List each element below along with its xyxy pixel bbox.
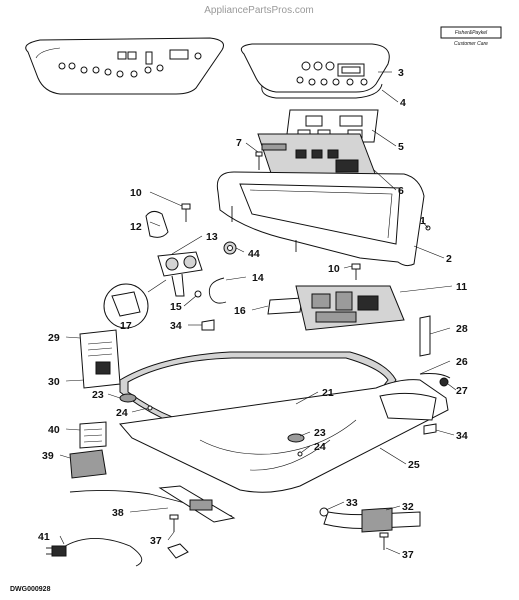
callout-29: 29 [48, 332, 60, 344]
callout-30: 30 [48, 376, 60, 388]
part-2-console-housing [216, 171, 425, 267]
callout-10-upper: 10 [130, 187, 142, 199]
callout-16: 16 [234, 305, 246, 317]
callout-2: 2 [446, 253, 452, 265]
callout-3: 3 [398, 67, 404, 79]
part-10-screw-lower [351, 263, 361, 280]
callout-12: 12 [130, 221, 142, 233]
part-15-clip [194, 290, 202, 298]
part-29-label [79, 329, 121, 389]
part-37-screw-left [169, 514, 179, 532]
part-24-screw-left [147, 405, 153, 411]
part-16-connector [267, 297, 303, 315]
part-26-cable [419, 373, 451, 379]
callout-37-right: 37 [402, 549, 414, 561]
callout-11: 11 [456, 281, 467, 293]
callout-13: 13 [206, 231, 218, 243]
callout-7: 7 [236, 137, 242, 149]
part-10-screw-upper [181, 203, 191, 222]
callout-10-lower: 10 [328, 263, 340, 275]
part-32-hose [323, 507, 421, 533]
part-3-panel [240, 43, 390, 93]
part-39-bracket [69, 449, 107, 479]
callout-40: 40 [48, 424, 60, 436]
part-28-sensor [419, 315, 431, 357]
part-25-top-deck [119, 379, 449, 493]
part-13-valve [157, 251, 203, 297]
part-34-clip-right [423, 423, 437, 435]
callout-34-left: 34 [170, 320, 182, 332]
part-41-power-cord [46, 538, 189, 567]
callout-24-left: 24 [116, 407, 128, 419]
callout-33: 33 [346, 497, 358, 509]
watermark-text: AppliancePartsPros.com [204, 5, 314, 16]
callout-23-right: 23 [314, 427, 326, 439]
part-4-gasket [261, 83, 383, 99]
callout-39: 39 [42, 450, 54, 462]
callout-27: 27 [456, 385, 468, 397]
part-23-pad-left [119, 393, 137, 403]
part-7-screw [255, 151, 263, 170]
part-37-screw-right [379, 532, 389, 550]
drawing-id: DWG000928 [10, 586, 51, 593]
part-17-detail [103, 279, 167, 329]
callout-17: 17 [120, 320, 132, 332]
callout-44: 44 [248, 248, 260, 260]
part-33-clamp [319, 507, 329, 517]
leader-lines [59, 71, 457, 555]
callout-5: 5 [398, 141, 404, 153]
callout-6: 6 [398, 185, 404, 197]
callout-15: 15 [170, 301, 182, 313]
brand-badge-line2: Customer Care [454, 41, 488, 47]
callout-23-left: 23 [92, 389, 104, 401]
callout-34-right: 34 [456, 430, 468, 442]
part-38-harness [69, 485, 236, 523]
control-panel-decal [25, 37, 224, 95]
callout-21: 21 [322, 387, 334, 399]
part-27-grommet [439, 377, 449, 387]
part-6-pcb [257, 133, 377, 177]
brand-badge-line1: Fisher&Paykel [455, 30, 488, 36]
callout-14: 14 [252, 272, 264, 284]
callout-32: 32 [402, 501, 414, 513]
callout-41: 41 [38, 531, 50, 543]
callout-38: 38 [112, 507, 124, 519]
callout-labels: 3 4 5 6 7 10 1 2 12 13 44 10 14 11 15 16… [38, 67, 468, 561]
part-24-screw-right [297, 451, 303, 457]
callout-37-left: 37 [150, 535, 162, 547]
callout-26: 26 [456, 356, 468, 368]
callout-24-right: 24 [314, 441, 326, 453]
part-34-clip-left [201, 319, 215, 331]
part-14-wire [208, 277, 227, 304]
part-40-label [79, 421, 107, 449]
part-12-clip [145, 210, 169, 238]
brand-badge: Fisher&Paykel Customer Care [440, 26, 502, 47]
callout-1: 1 [420, 215, 426, 227]
callout-28: 28 [456, 323, 468, 335]
part-11-controller [295, 285, 405, 331]
callout-25: 25 [408, 459, 420, 471]
part-44-nut [223, 241, 237, 255]
callout-4: 4 [400, 97, 406, 109]
